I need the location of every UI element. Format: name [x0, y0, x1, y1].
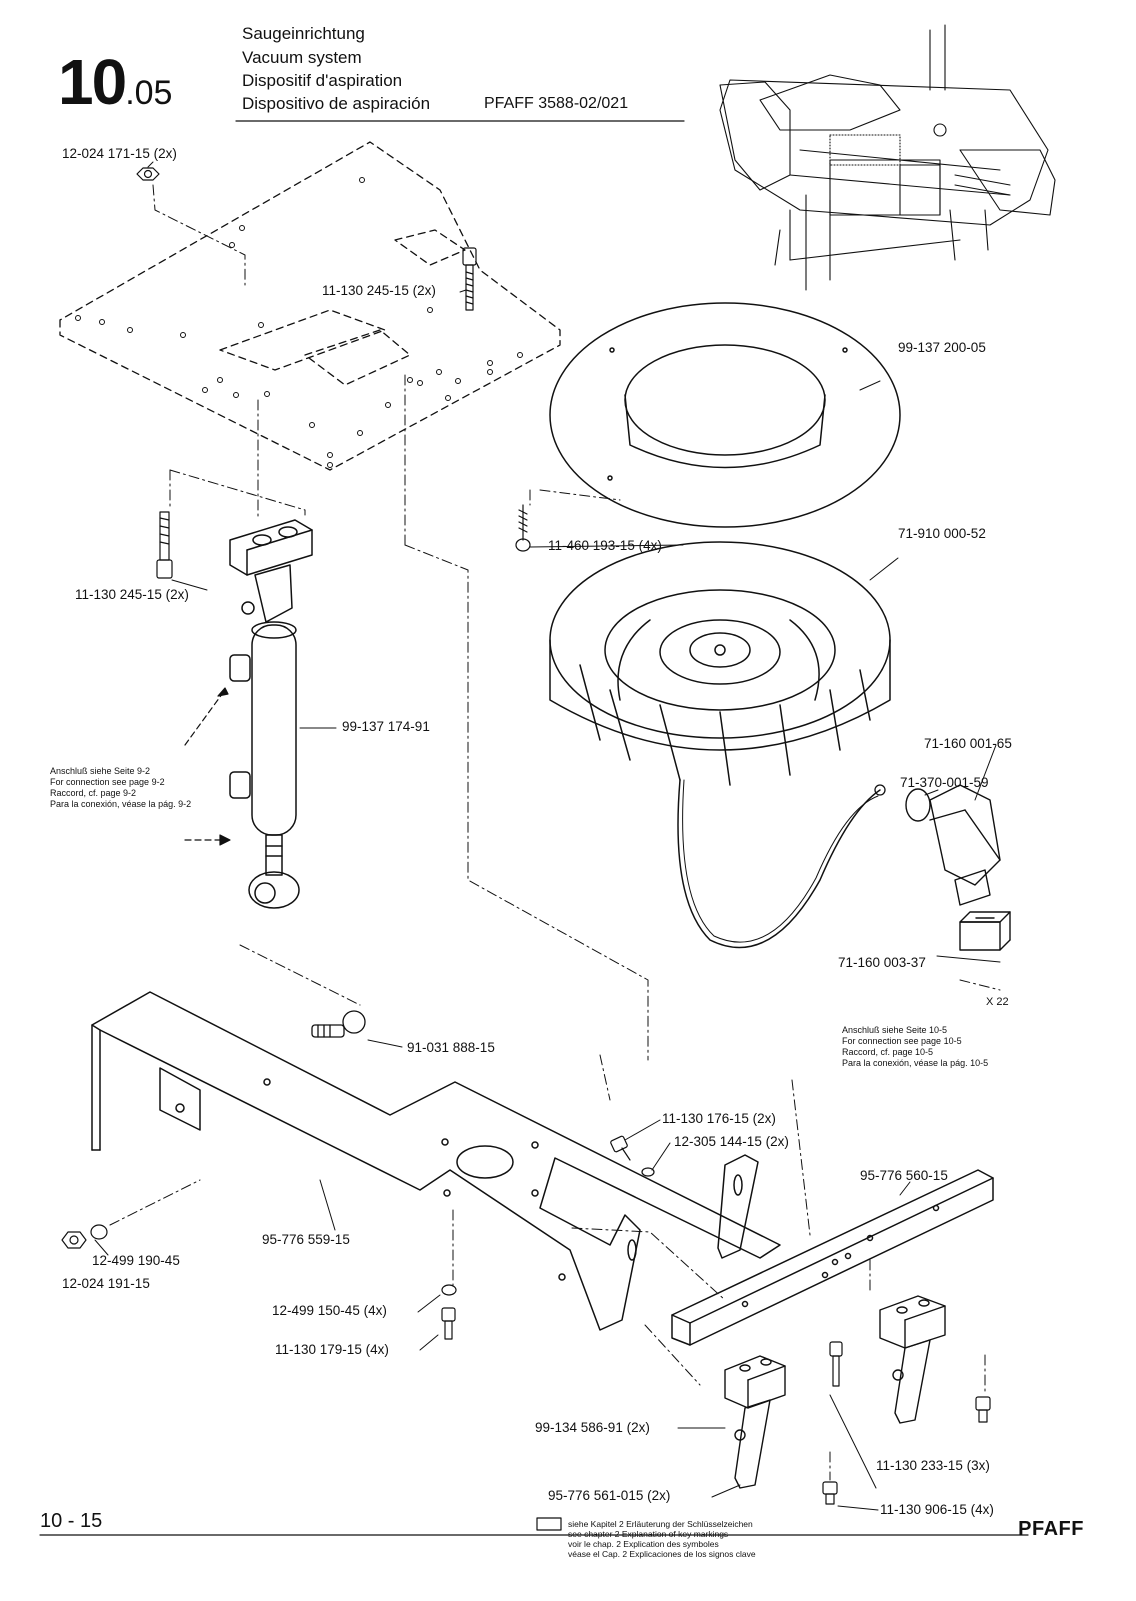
title-fr: Dispositif d'aspiration: [242, 71, 403, 90]
label-part-11: 11-130 176-15 (2x): [662, 1111, 776, 1126]
model-number: PFAFF 3588-02/021: [484, 95, 629, 112]
cable-end: [874, 784, 886, 796]
label-part-14: 95-776 559-15: [262, 1232, 350, 1247]
nut-12-024-191: [61, 1231, 87, 1249]
connection-note-left: Anschluß siehe Seite 9-2 For connection …: [50, 766, 191, 810]
legend-es: véase el Cap. 2 Explicaciones de los sig…: [568, 1549, 756, 1559]
connection-note-left-en: For connection see page 9-2: [50, 777, 165, 787]
section-number: 10.05: [58, 50, 172, 114]
holder-99-134-586-b: [879, 1295, 946, 1424]
table-plate-holes: [75, 177, 523, 468]
label-part-21: 95-776 561-015 (2x): [548, 1488, 671, 1503]
label-part-16: 12-024 191-15: [62, 1276, 150, 1291]
label-part-0: 12-024 171-15 (2x): [62, 146, 177, 161]
bar-95-776-560: [671, 1169, 994, 1346]
screw-upper-11-130-245: [462, 247, 477, 311]
legend-de: siehe Kapitel 2 Erläuterung der Schlüsse…: [568, 1519, 753, 1529]
machine-overview-illustration: [719, 24, 1056, 291]
cylinder-99-137-174: [229, 519, 313, 909]
label-part-19: 99-134 586-91 (2x): [535, 1420, 650, 1435]
screw-11-130-906-a: [975, 1396, 991, 1423]
nut-12-024-171: [136, 167, 160, 181]
title-es: Dispositivo de aspiración: [242, 94, 431, 113]
connection-note-right-de: Anschluß siehe Seite 10-5: [842, 1025, 948, 1035]
label-part-12: 12-305 144-15 (2x): [674, 1134, 789, 1149]
label-part-5: 11-130 245-15 (2x): [75, 587, 189, 602]
connection-note-right-en: For connection see page 10-5: [842, 1036, 962, 1046]
label-part-9: 71-160 003-37: [838, 955, 926, 970]
fan-cable-inner: [682, 779, 879, 943]
assembly-lines: [109, 184, 1001, 1481]
label-part-4: 71-910 000-52: [898, 526, 986, 541]
label-part-15: 12-499 190-45: [92, 1253, 180, 1268]
connection-note-right-es: Para la conexión, véase la pág. 10-5: [842, 1058, 989, 1068]
holder-99-134-586-a: [724, 1355, 786, 1489]
connection-note-left-es: Para la conexión, véase la pág. 9-2: [50, 799, 192, 809]
connection-note-right-fr: Raccord, cf. page 10-5: [842, 1047, 934, 1057]
section-main: 10: [58, 46, 127, 118]
label-part-20: 11-130 233-15 (3x): [876, 1458, 990, 1473]
screw-11-460-193: [515, 504, 531, 552]
screw-left-11-130-245: [156, 511, 173, 579]
connection-note-left-fr: Raccord, cf. page 9-2: [50, 788, 137, 798]
label-part-17: 12-499 150-45 (4x): [272, 1303, 387, 1318]
washer-12-499-150: [441, 1284, 457, 1296]
screw-11-130-179: [441, 1307, 456, 1340]
connector-x22-label: X 22: [986, 996, 1009, 1008]
label-part-7: 71-160 001-65: [924, 736, 1012, 751]
connection-note-left-de: Anschluß siehe Seite 9-2: [50, 766, 151, 776]
ring-99-137-200: [549, 302, 901, 528]
fan-cable: [677, 779, 881, 949]
table-plate: [59, 141, 561, 471]
label-part-1: 11-130 245-15 (2x): [322, 283, 436, 298]
legend-box: [536, 1517, 562, 1531]
title-en: Vacuum system: [242, 48, 362, 67]
connection-arrows: [184, 687, 231, 846]
section-sub: .05: [125, 74, 173, 112]
label-part-8: 71-370-001-59: [900, 775, 989, 790]
legend-fr: voir le chap. 2 Explication des symboles: [568, 1539, 719, 1549]
page-number: 10 - 15: [40, 1510, 103, 1532]
label-part-18: 11-130 179-15 (4x): [275, 1342, 389, 1357]
label-part-2: 99-137 200-05: [898, 340, 986, 355]
connection-note-right: Anschluß siehe Seite 10-5 For connection…: [842, 1025, 988, 1069]
ball-stud-91-031-888: [311, 1010, 366, 1038]
title-de: Saugeinrichtung: [242, 24, 365, 43]
plug-71-370-001: [905, 784, 1001, 906]
screw-11-130-176: [610, 1135, 631, 1161]
label-part-10: 91-031 888-15: [407, 1040, 495, 1055]
label-leaders: [94, 161, 1001, 1511]
label-part-6: 99-137 174-91: [342, 719, 430, 734]
screw-11-130-233: [829, 1341, 843, 1387]
fan-71-910-000: [549, 541, 891, 786]
label-part-13: 95-776 560-15: [860, 1168, 948, 1183]
washer-12-499-190: [90, 1224, 108, 1240]
key-markings-legend: siehe Kapitel 2 Erläuterung der Schlüsse…: [568, 1519, 756, 1559]
label-part-22: 11-130 906-15 (4x): [880, 1502, 994, 1517]
screw-11-130-906-b: [822, 1481, 838, 1505]
washer-12-305-144: [641, 1167, 655, 1177]
pfaff-logo: PFAFF: [1018, 1518, 1084, 1540]
connector-block-71-160-003: [959, 911, 1011, 951]
legend-en: see chapter 2 Explanation of key marking…: [568, 1529, 729, 1539]
label-part-3: 11-460 193-15 (4x): [548, 538, 662, 553]
